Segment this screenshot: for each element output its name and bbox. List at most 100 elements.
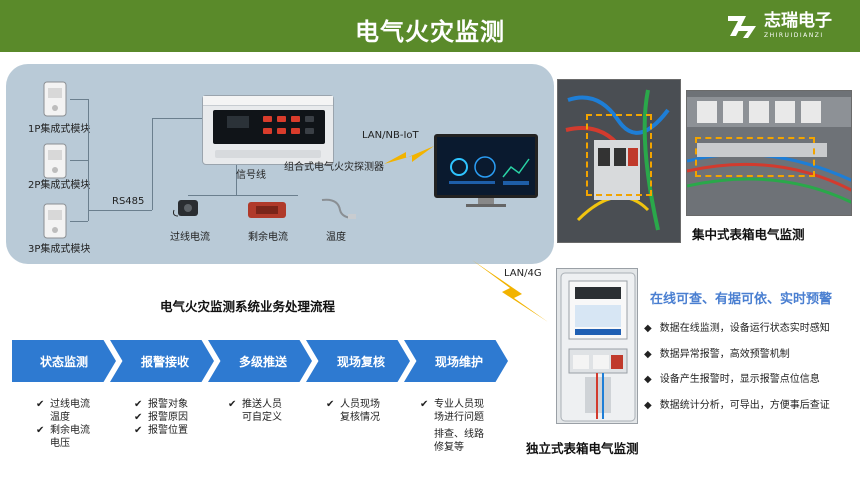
device-terminal-strip: [215, 150, 321, 158]
module-3p-icon: [40, 202, 70, 240]
highlight-box: [695, 137, 815, 177]
device-key: [291, 128, 300, 134]
wire-segment: [88, 99, 89, 221]
monitor-stand: [478, 198, 494, 204]
device-key: [277, 128, 286, 134]
residual-current-sensor-icon: [246, 200, 288, 220]
wire-segment: [152, 118, 153, 210]
list-item: ✔报警位置: [134, 425, 188, 436]
screen-dashboard-graphic: [445, 147, 530, 187]
module-2p-label: 2P集成式模块: [28, 180, 91, 191]
diamond-bullet-icon: ◆: [644, 374, 652, 385]
standalone-box-photo: [556, 268, 638, 424]
list-item: 修复等: [434, 442, 464, 453]
fire-detector-device: [202, 95, 334, 165]
detector-label: 组合式电气火灾探测器: [284, 162, 384, 173]
list-item: ✔推送人员: [228, 399, 282, 410]
device-top-strip: [203, 96, 333, 106]
device-screen: [213, 110, 325, 144]
wire-segment: [88, 210, 152, 211]
flow-step-items-alarm: ✔报警对象 ✔报警原因 ✔报警位置: [134, 398, 188, 437]
wire-segment: [70, 221, 88, 222]
flow-step-items-maintenance: ✔专业人员现 场进行问题 排查、线路 修复等: [420, 398, 484, 454]
device-key: [305, 116, 314, 122]
standalone-title: 独立式表箱电气监测: [526, 441, 639, 456]
device-key: [277, 116, 286, 122]
sensor-residual-label: 剩余电流: [248, 232, 288, 243]
temperature-sensor-icon: [318, 196, 358, 222]
module-1p-icon: [40, 80, 70, 118]
list-item: ✔过线电流: [36, 399, 90, 410]
list-item: 排查、线路: [434, 429, 484, 440]
device-lcd: [227, 116, 249, 128]
list-item: ✔人员现场: [326, 399, 380, 410]
check-icon: ✔: [36, 399, 45, 410]
signal-line-label: 信号线: [236, 170, 266, 181]
device-key: [305, 128, 314, 134]
wireless-4g-lightning-icon: [470, 258, 550, 324]
flow-step-items-review: ✔人员现场 复核情况: [326, 398, 380, 424]
logo-mark-icon: [726, 12, 760, 40]
rs485-label: RS485: [112, 196, 145, 207]
wireless-lightning-icon: [384, 144, 434, 170]
list-item: 场进行问题: [434, 412, 484, 423]
centralized-box-photo-left: [557, 79, 681, 243]
list-item: 复核情况: [340, 412, 380, 423]
check-icon: ✔: [326, 399, 335, 410]
list-item: 电压: [50, 438, 70, 449]
flow-step-label: 多级推送: [238, 354, 287, 369]
check-icon: ✔: [134, 412, 143, 423]
flow-step-items-push: ✔推送人员 可自定义: [228, 398, 282, 424]
module-1p-label: 1P集成式模块: [28, 124, 91, 135]
centralized-title: 集中式表箱电气监测: [692, 227, 805, 242]
wire-segment: [188, 195, 298, 196]
list-item: ✔报警对象: [134, 399, 188, 410]
diamond-bullet-icon: ◆: [644, 400, 652, 411]
check-icon: ✔: [134, 425, 143, 436]
module-2p-icon: [40, 142, 70, 180]
check-icon: ✔: [134, 399, 143, 410]
check-icon: ✔: [420, 399, 429, 410]
flow-step-label: 报警接收: [140, 354, 189, 369]
feature-item: ◆设备产生报警时，显示报警点位信息: [644, 374, 820, 385]
features-title: 在线可查、有据可依、实时预警: [650, 292, 833, 307]
brand-logo: 志瑞电子 ZHIRUIDIANZI: [726, 12, 832, 40]
flow-step-status-monitoring: 状态监测: [12, 340, 116, 382]
centralized-box-photo-right: [686, 90, 852, 216]
device-key: [263, 128, 272, 134]
diamond-bullet-icon: ◆: [644, 349, 652, 360]
diamond-bullet-icon: ◆: [644, 323, 652, 334]
list-item: ✔专业人员现: [420, 399, 484, 410]
wire-segment: [152, 118, 202, 119]
list-item: 温度: [50, 412, 70, 423]
page-title: 电气火灾监测: [355, 18, 505, 46]
flow-step-onsite-review: 现场复核: [306, 340, 410, 382]
wire-segment: [236, 165, 237, 195]
lan-4g-label: LAN/4G: [504, 268, 542, 279]
feature-item: ◆数据在线监测，设备运行状态实时感知: [644, 323, 830, 334]
list-item: 可自定义: [242, 412, 282, 423]
logo-text-en: ZHIRUIDIANZI: [764, 32, 824, 39]
check-icon: ✔: [36, 425, 45, 436]
flow-step-label: 现场复核: [336, 354, 385, 369]
monitoring-screen: [434, 134, 538, 198]
device-key: [263, 116, 272, 122]
flow-title: 电气火灾监测系统业务处理流程: [160, 299, 336, 314]
module-3p-label: 3P集成式模块: [28, 244, 91, 255]
flow-step-multilevel-push: 多级推送: [208, 340, 312, 382]
list-item: ✔剩余电流: [36, 425, 90, 436]
flow-step-label: 状态监测: [39, 354, 88, 369]
monitor-base: [466, 204, 506, 207]
header-bar: 电气火灾监测 志瑞电子 ZHIRUIDIANZI: [0, 0, 860, 52]
device-keypad: [263, 114, 319, 140]
flow-step-onsite-maintenance: 现场维护: [404, 340, 508, 382]
feature-item: ◆数据异常报警，高效预警机制: [644, 349, 790, 360]
device-key: [291, 116, 300, 122]
flow-step-items-status: ✔过线电流 温度 ✔剩余电流 电压: [36, 398, 90, 450]
lan-nbiot-label: LAN/NB-IoT: [362, 130, 419, 141]
flow-step-alarm-receiving: 报警接收: [110, 340, 214, 382]
feature-item: ◆数据统计分析，可导出，方便事后查证: [644, 400, 830, 411]
current-sensor-icon: [172, 196, 206, 220]
wire-segment: [70, 160, 88, 161]
flow-step-label: 现场维护: [434, 354, 483, 369]
